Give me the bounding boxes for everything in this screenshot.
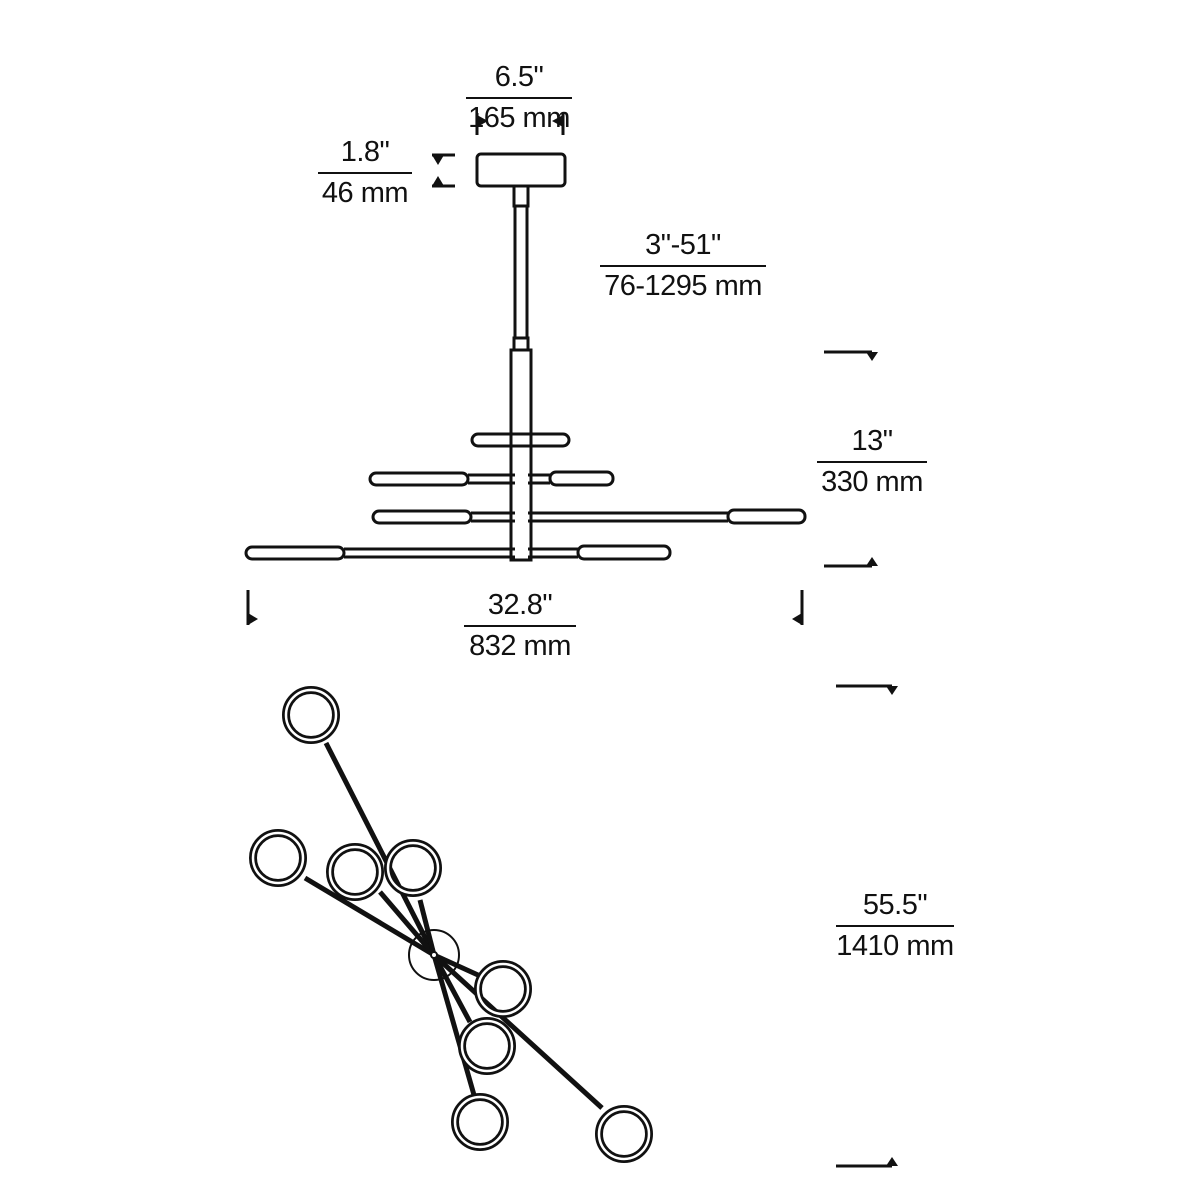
stem-length-imperial: 3"-51": [600, 228, 766, 267]
arm-row-2: [371, 508, 807, 525]
canopy-height-imperial: 1.8": [318, 135, 412, 174]
canopy-width-metric: 165 mm: [468, 102, 570, 134]
fixture-width-imperial: 32.8": [464, 588, 576, 627]
stem-length-metric: 76-1295 mm: [604, 270, 762, 302]
fixture-height-dimension: 13" 330 mm: [817, 424, 927, 499]
stem: [509, 184, 533, 562]
arrow-markers: [248, 115, 898, 1166]
top-bar: [470, 432, 571, 448]
fixture-height-metric: 330 mm: [821, 466, 923, 498]
plan-view: [249, 686, 653, 1163]
fixture-length-dimension: 55.5" 1410 mm: [836, 888, 954, 963]
fixture-width-metric: 832 mm: [469, 630, 571, 662]
canopy-height-metric: 46 mm: [321, 177, 409, 209]
fixture-length-metric: 1410 mm: [836, 930, 954, 962]
arm-row-1: [368, 470, 615, 487]
fixture-length-imperial: 55.5": [836, 888, 954, 927]
height-markers: [824, 350, 892, 1168]
canopy-width-dimension: 6.5" 165 mm: [466, 60, 572, 135]
canopy: [475, 152, 567, 188]
stem-length-dimension: 3"-51" 76-1295 mm: [600, 228, 766, 303]
fixture-height-imperial: 13": [817, 424, 927, 463]
arm-row-3: [244, 544, 672, 561]
canopy-width-imperial: 6.5": [466, 60, 572, 99]
fixture-width-dimension: 32.8" 832 mm: [464, 588, 576, 663]
canopy-height-dimension: 1.8" 46 mm: [318, 135, 412, 210]
